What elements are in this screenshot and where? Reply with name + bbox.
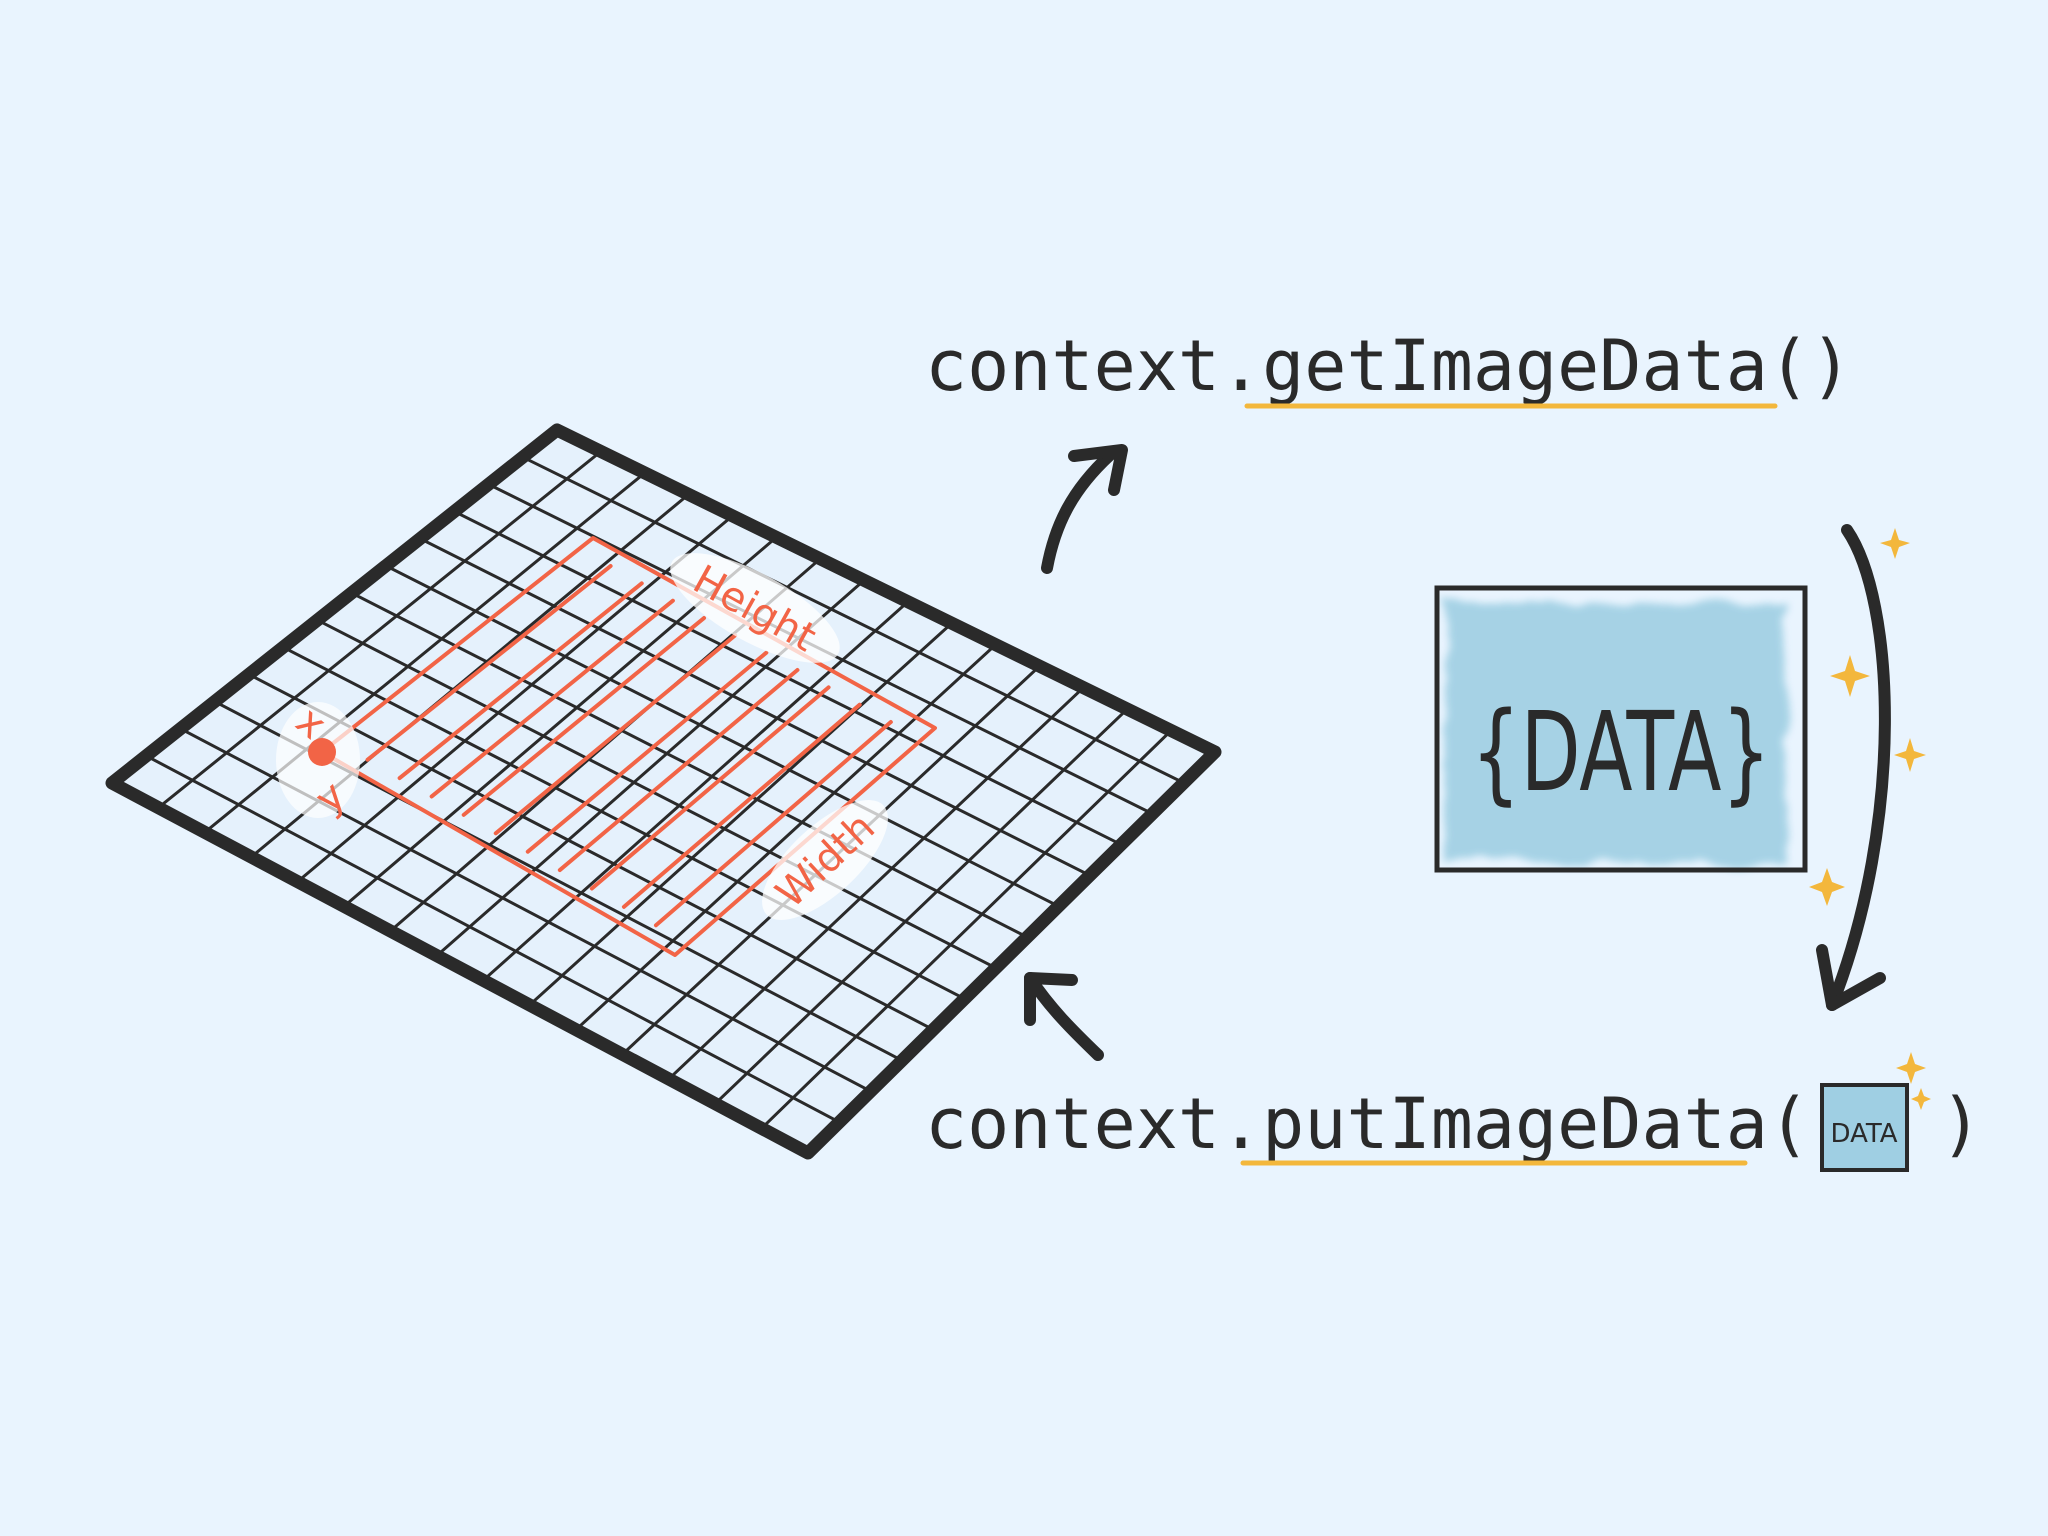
sparkle-icon [1911, 1088, 1931, 1110]
hatch-line [365, 564, 613, 762]
grid-line [727, 697, 1206, 1153]
curved-arrow-icon [1041, 444, 1128, 574]
data-box-label: {DATA} [1471, 688, 1771, 816]
curved-arrow-icon [1024, 972, 1104, 1061]
grid-line [168, 442, 682, 863]
curved-arrow-icon [1816, 524, 1891, 1011]
sparkle-icon [1809, 868, 1845, 906]
grid-line [296, 563, 1083, 967]
grid-line [494, 591, 988, 1038]
data-watercolor [1445, 602, 1787, 864]
selected-region [320, 536, 937, 957]
sparkle-icon [1894, 738, 1926, 772]
hatch-line [461, 616, 707, 817]
region-outline [320, 536, 937, 957]
hatch-line [589, 685, 831, 891]
sparkle-icon [1830, 655, 1870, 697]
grid-line [634, 654, 1119, 1112]
get-call-object: context. [925, 325, 1262, 407]
grid-line [540, 612, 1031, 1062]
region-hatching [365, 564, 893, 928]
grid-line [112, 725, 897, 1153]
hatch-line [653, 720, 893, 928]
sparkle-icon [1880, 528, 1910, 559]
sparkle-icons [1809, 528, 1931, 1110]
grid-lines [112, 430, 1215, 1153]
put-call-text: context.putImageData( [925, 1083, 1810, 1165]
put-call-open-paren: ( [1768, 1083, 1810, 1165]
grid-line [680, 675, 1162, 1137]
hatch-line [493, 633, 738, 836]
put-call-close-paren: ) [1940, 1083, 1982, 1165]
small-data-box [1820, 1083, 1909, 1172]
hatch-line [557, 668, 800, 873]
get-call-method: getImageData [1262, 325, 1768, 407]
hatch-line [621, 702, 862, 909]
get-call-args: () [1768, 325, 1852, 407]
put-image-data-call: context.putImageData( DATA ) [925, 1083, 1982, 1172]
data-box-frame [1434, 585, 1808, 873]
grid-line [123, 698, 928, 1122]
sparkle-icon [1896, 1052, 1926, 1084]
hatch-line [525, 650, 769, 854]
origin-point [308, 738, 336, 766]
grid-line [447, 569, 944, 1013]
width-label-glow [762, 800, 888, 920]
grid-line [227, 617, 1021, 1029]
hatch-line [397, 581, 644, 781]
grid-line [468, 430, 1215, 811]
hatch-line [429, 598, 675, 799]
get-call-text: context.getImageData() [925, 325, 1852, 407]
canvas-grid-sheet: Height Width x y [105, 423, 1222, 1160]
height-label-glow [670, 553, 840, 663]
get-image-data-call: context.getImageData() [925, 325, 1852, 409]
grid-line [261, 590, 1052, 998]
put-call-method: putImageData [1262, 1083, 1768, 1165]
sheet-border [105, 423, 1222, 1160]
small-data-label: DATA [1831, 1119, 1898, 1149]
put-call-object: context. [925, 1083, 1262, 1165]
image-data-object: {DATA} [1434, 585, 1808, 873]
grid-line [121, 430, 638, 838]
